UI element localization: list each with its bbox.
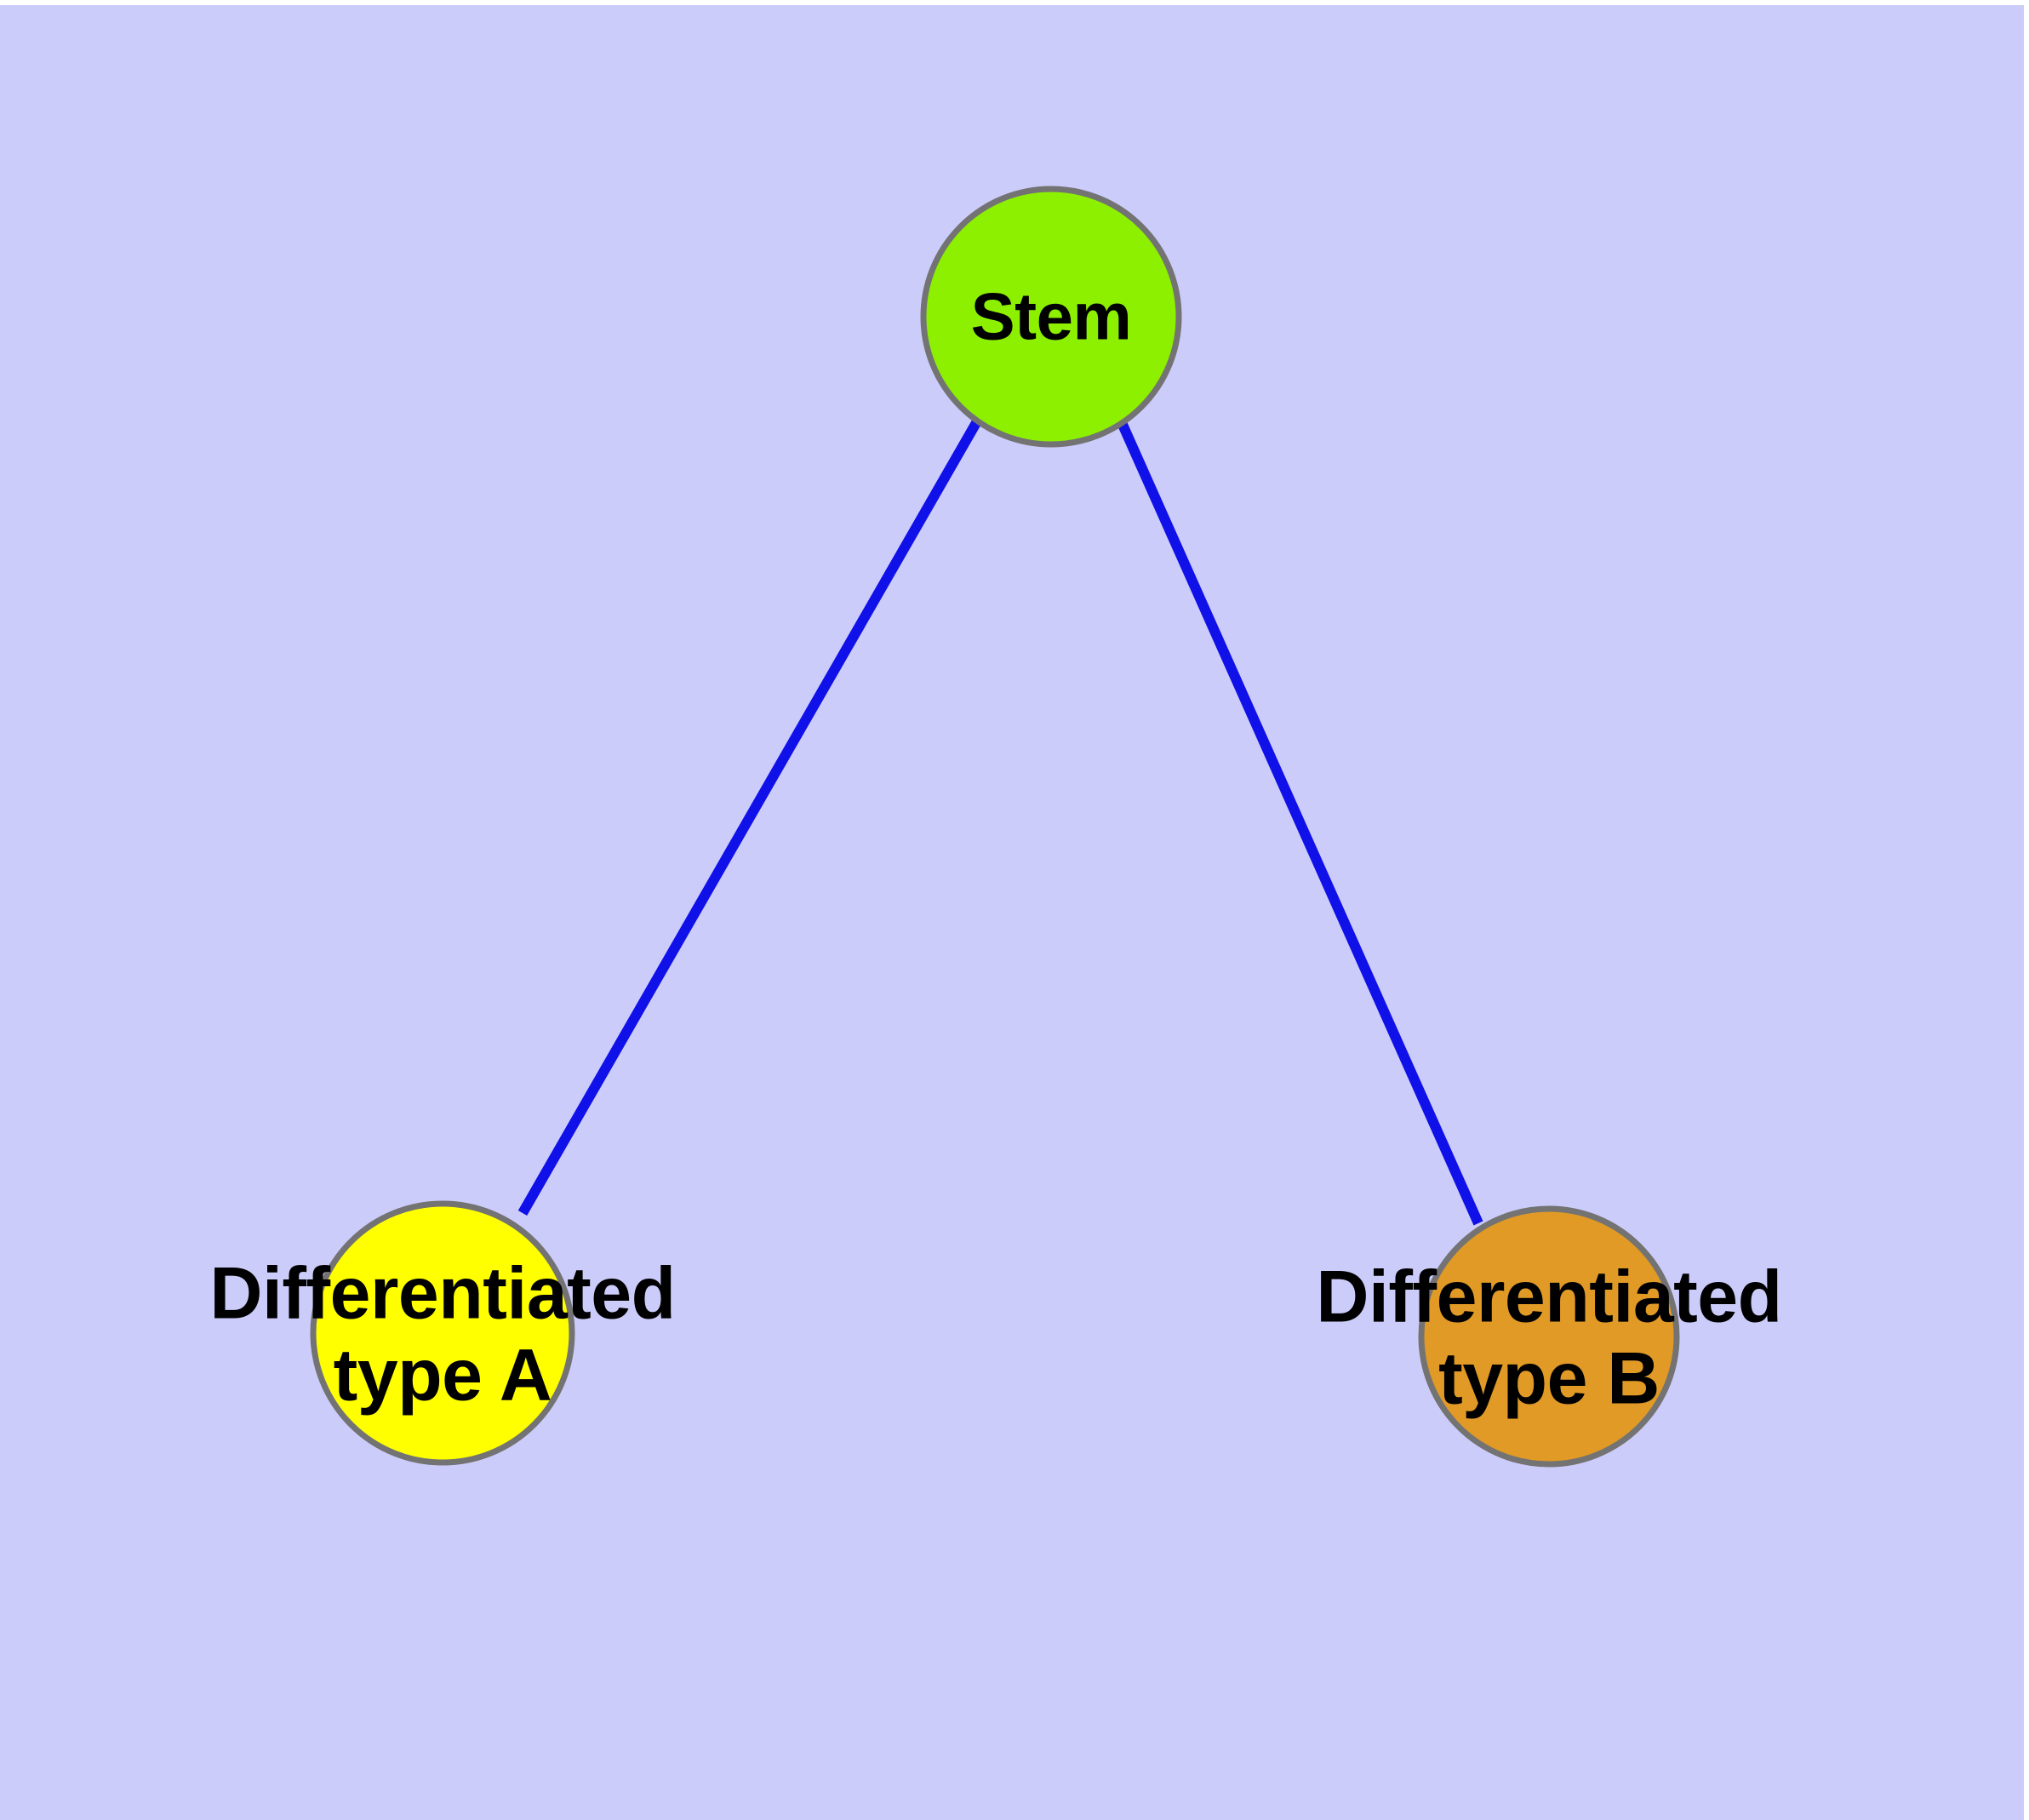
node-differentiated-type-a[interactable] [310,1200,575,1466]
node-label-differentiated-type-a: Differentiated type A [209,1252,676,1417]
node-label-stem: Stem [970,278,1132,354]
edge-stem-to-differentiated-type-a [517,419,982,1216]
edge-layer [517,416,1483,1226]
node-differentiated-type-b[interactable] [1418,1205,1680,1468]
node-label-differentiated-type-b: Differentiated type B [1316,1256,1782,1420]
edge-stem-to-differentiated-type-b [1115,416,1483,1226]
node-stem[interactable] [920,186,1182,448]
node-layer [310,186,1680,1468]
